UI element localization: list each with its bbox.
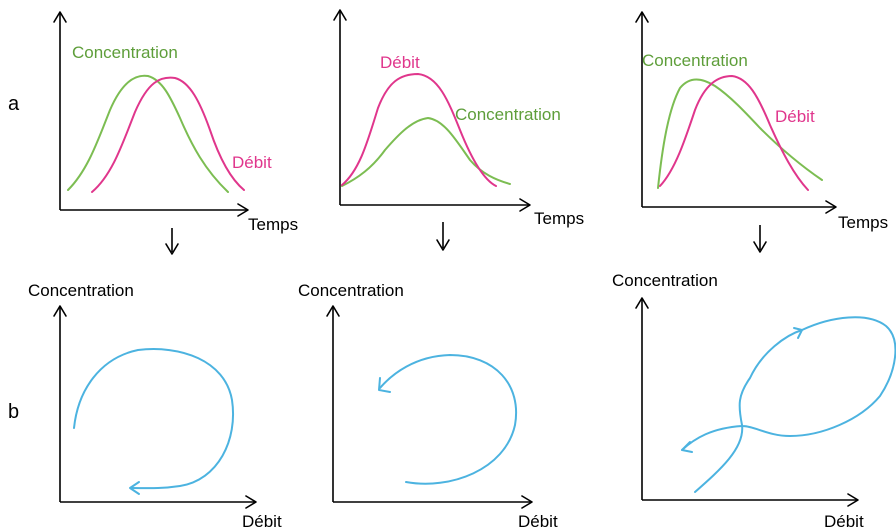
hysteresis-loop (379, 354, 518, 485)
loop-arrow-icon (378, 377, 391, 393)
concentration-label: Concentration (642, 51, 748, 70)
top-panel-3: Concentration Débit Temps (635, 11, 888, 232)
y-axis-arrow-icon (326, 305, 340, 317)
loop-arrow-icon (681, 441, 693, 453)
x-axis-arrow-icon (237, 203, 249, 217)
debit-curve (659, 75, 809, 191)
x-axis-arrow-icon (825, 200, 837, 214)
bottom-panel-2: Concentration Débit (298, 281, 558, 531)
y-axis-arrow-icon (53, 11, 67, 23)
x-axis-arrow-icon (847, 493, 859, 507)
x-axis-arrow-icon (521, 495, 533, 509)
x-axis-label: Débit (518, 512, 558, 531)
top-panel-2: Débit Concentration Temps (333, 9, 584, 228)
debit-label: Débit (232, 153, 272, 172)
row-label-a: a (8, 93, 20, 115)
debit-label: Débit (380, 53, 420, 72)
concentration-curve (67, 74, 229, 193)
y-axis-label: Concentration (298, 281, 404, 300)
debit-label: Débit (775, 107, 815, 126)
y-axis-label: Concentration (612, 271, 718, 290)
y-axis-arrow-icon (635, 11, 649, 23)
y-axis-arrow-icon (53, 305, 67, 317)
debit-curve (341, 73, 497, 187)
x-axis-arrow-icon (245, 495, 257, 509)
x-axis-label: Débit (824, 512, 864, 531)
loop-arrow-icon (793, 327, 803, 339)
concentration-label: Concentration (455, 105, 561, 124)
hysteresis-loop (681, 316, 896, 493)
top-panel-1: Concentration Débit Temps (53, 11, 298, 234)
y-axis-arrow-icon (635, 297, 649, 309)
x-axis-arrow-icon (519, 198, 531, 212)
concentration-label: Concentration (72, 43, 178, 62)
down-arrow-2 (436, 222, 450, 251)
hysteresis-loop (73, 348, 234, 490)
bottom-panel-3: Concentration Débit (612, 271, 896, 531)
bottom-panel-1: Concentration Débit (28, 281, 282, 531)
row-label-b: b (8, 401, 19, 423)
y-axis-label: Concentration (28, 281, 134, 300)
x-axis-label: Temps (838, 213, 888, 232)
concentration-curve (657, 78, 823, 189)
x-axis-label: Temps (534, 209, 584, 228)
x-axis-label: Débit (242, 512, 282, 531)
debit-curve (91, 76, 245, 193)
x-axis-label: Temps (248, 215, 298, 234)
down-arrow-1 (165, 228, 179, 255)
y-axis-arrow-icon (333, 9, 347, 21)
loop-arrow-icon (129, 481, 140, 495)
down-arrow-3 (753, 225, 767, 253)
